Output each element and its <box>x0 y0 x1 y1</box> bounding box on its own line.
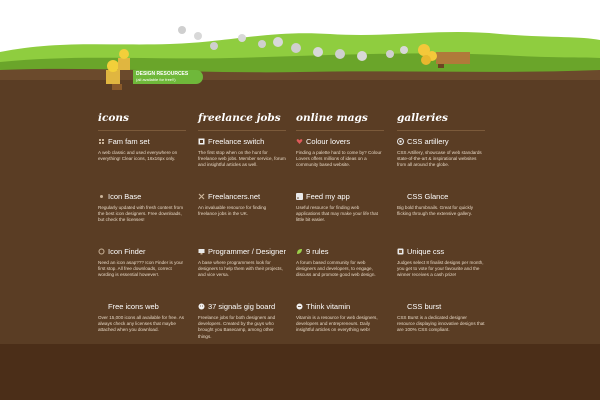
item-link[interactable]: Feed my app <box>306 192 350 201</box>
dot-icon <box>100 195 103 198</box>
feed-icon <box>296 193 303 200</box>
item-link[interactable]: CSS Glance <box>407 192 449 201</box>
list-item[interactable]: Freelancers.net An invaluable resource f… <box>198 192 286 247</box>
main-content-area <box>0 90 600 344</box>
item-link[interactable]: Unique css <box>407 247 445 256</box>
column-heading: freelance jobs <box>198 112 281 124</box>
item-description: CSS Burst is a dedicated designer resour… <box>397 315 485 333</box>
item-description: A base where programmers look for design… <box>198 260 283 278</box>
item-link[interactable]: Freelance switch <box>208 137 265 146</box>
column-galleries: galleries CSS artillery CSS Artillery, s… <box>397 112 485 357</box>
item-link[interactable]: Programmer / Designer <box>208 247 286 256</box>
gold-cart-icon <box>418 44 470 68</box>
item-link[interactable]: Colour lovers <box>306 137 351 146</box>
target-icon <box>397 138 404 145</box>
item-link[interactable]: Icon Finder <box>108 247 146 256</box>
switch-icon <box>198 138 205 145</box>
list-item[interactable]: Programmer / Designer A base where progr… <box>198 247 286 302</box>
badge-title: DESIGN RESOURCES <box>136 71 189 77</box>
item-description: Freelance jobs for both designers and de… <box>198 315 276 339</box>
leaf-icon <box>297 249 302 254</box>
item-description: Useful resource for finding web applicat… <box>296 205 378 223</box>
list-item[interactable]: CSS artillery CSS Artillery, showcase of… <box>397 137 485 192</box>
item-description: An invaluable resource for finding freel… <box>198 205 267 217</box>
item-description: The first stop when on the hunt for free… <box>198 150 286 168</box>
list-item[interactable]: Icon Finder Need an icon asap??? Icon Fi… <box>98 247 186 302</box>
list-item[interactable]: Unique css Judges select 8 finalist desi… <box>397 247 485 302</box>
item-description: A forum based community for web designer… <box>296 260 376 278</box>
unique-icon <box>397 248 404 255</box>
smiley-icon <box>198 303 205 310</box>
item-link[interactable]: CSS artillery <box>407 137 449 146</box>
item-description: Regularly updated with fresh content fro… <box>98 205 184 223</box>
item-link[interactable]: Fam fam set <box>108 137 150 146</box>
monitor-icon <box>198 249 205 255</box>
list-item[interactable]: Freelance switch The first stop when on … <box>198 137 286 192</box>
column-online-mags: online mags Colour lovers Finding a pale… <box>296 112 384 357</box>
column-freelance-jobs: freelance jobs Freelance switch The firs… <box>198 112 286 357</box>
column-divider <box>98 130 186 131</box>
item-link[interactable]: 37 signals gig board <box>208 302 276 311</box>
item-description: Big bold thumbnails. Great for quickly f… <box>397 205 474 217</box>
list-item[interactable]: CSS Glance Big bold thumbnails. Great fo… <box>397 192 485 247</box>
list-item[interactable]: Colour lovers Finding a palette hard to … <box>296 137 384 192</box>
item-description: Over 15,000 icons all available for free… <box>98 315 185 333</box>
item-link[interactable]: Free icons web <box>108 302 159 311</box>
item-description: Vitamin is a resource for web designers,… <box>296 315 378 333</box>
list-item[interactable]: Feed my app Useful resource for finding … <box>296 192 384 247</box>
list-item[interactable]: Fam fam set A web classic and used every… <box>98 137 186 192</box>
critter-group-icon <box>178 26 408 61</box>
list-item[interactable]: CSS burst CSS Burst is a dedicated desig… <box>397 302 485 357</box>
design-resources-badge: DESIGN RESOURCES (all available for free… <box>133 70 203 84</box>
item-link[interactable]: Icon Base <box>108 192 142 201</box>
item-description: A web classic and used everywhere on eve… <box>98 150 178 162</box>
item-description: CSS Artillery, showcase of web standards… <box>397 150 482 168</box>
list-item[interactable]: 9 rules A forum based community for web … <box>296 247 384 302</box>
item-link[interactable]: 9 rules <box>306 247 329 256</box>
list-item[interactable]: Think vitamin Vitamin is a resource for … <box>296 302 384 357</box>
column-divider <box>397 130 485 131</box>
column-divider <box>296 130 384 131</box>
heart-icon <box>296 139 303 144</box>
column-heading: icons <box>98 112 129 124</box>
item-description: Need an icon asap??? Icon Finder is your… <box>98 260 184 278</box>
item-link[interactable]: Freelancers.net <box>208 192 261 201</box>
item-link[interactable]: Think vitamin <box>306 302 351 311</box>
worker-figures-icon <box>106 49 130 90</box>
item-description: Judges select 8 finalist designs per mon… <box>397 260 484 278</box>
list-item[interactable]: Free icons web Over 15,000 icons all ava… <box>98 302 186 357</box>
cross-icon <box>198 193 205 200</box>
header-hills-illustration <box>0 26 600 90</box>
item-description: Finding a palette hard to come by? Colou… <box>296 150 382 168</box>
item-link[interactable]: CSS burst <box>407 302 442 311</box>
grid-icon <box>99 139 104 144</box>
footer-band <box>0 344 600 400</box>
image-icon <box>98 248 105 255</box>
column-heading: galleries <box>397 112 448 124</box>
list-item[interactable]: Icon Base Regularly updated with fresh c… <box>98 192 186 247</box>
column-icons: icons Fam fam set A web classic and used… <box>98 112 186 357</box>
column-divider <box>198 130 286 131</box>
vitamin-icon <box>296 303 303 310</box>
list-item[interactable]: 37 signals gig board Freelance jobs for … <box>198 302 286 357</box>
column-heading: online mags <box>296 112 368 124</box>
badge-subtitle: (all available for free!!) <box>136 77 176 82</box>
